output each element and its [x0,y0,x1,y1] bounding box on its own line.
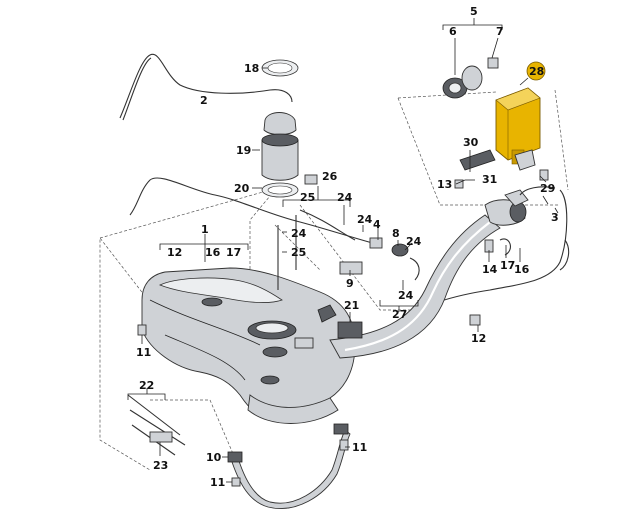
callout-28: 28 [529,65,544,78]
callout-21: 21 [344,299,359,312]
callout-23: 23 [153,459,168,472]
callout-14: 14 [482,263,498,276]
callout-9: 9 [346,277,354,290]
callout-4: 4 [373,218,381,231]
callout-labels: 1 12 16 17 2 18 19 20 26 25 24 24 25 24 … [136,5,559,489]
callout-7: 7 [496,25,504,38]
vent-line-2 [119,53,293,121]
callout-1: 1 [201,223,209,236]
callout-5: 5 [470,5,478,18]
callout-10: 10 [206,451,222,464]
callout-17-right: 17 [500,259,515,272]
callout-11-left: 11 [136,346,151,359]
callout-26: 26 [322,170,338,183]
leader-lines [141,37,559,483]
callout-24-a: 24 [291,227,307,240]
fuel-tank [141,267,356,424]
tank-strap [227,423,351,509]
callout-29: 29 [540,182,555,195]
vent-line-3 [129,177,570,321]
fuel-pump-module [261,59,318,198]
callout-12-left: 12 [167,246,182,259]
callout-24-d: 24 [398,289,414,302]
callout-16-right: 16 [514,263,530,276]
callout-19: 19 [236,144,251,157]
callout-16-left: 16 [205,246,221,259]
callout-30: 30 [463,136,479,149]
callout-3: 3 [551,211,559,224]
callout-28-badge: 28 [526,61,546,81]
callout-6: 6 [449,25,457,38]
callout-11-right: 11 [352,441,367,454]
bracket-30 [454,149,549,189]
callout-2: 2 [200,94,208,107]
callout-31: 31 [482,173,497,186]
callout-12-right: 12 [471,332,486,345]
callout-20: 20 [234,182,250,195]
cap-seal-assembly [442,57,499,99]
callout-24-c: 24 [406,235,422,248]
callout-25-b: 25 [291,246,306,259]
callout-24-top: 24 [337,191,353,204]
callout-22: 22 [139,379,154,392]
callout-11-bottom: 11 [210,476,225,489]
callout-13: 13 [437,178,452,191]
callout-18: 18 [244,62,259,75]
callout-27: 27 [392,308,407,321]
small-components [127,209,511,487]
filler-neck [329,186,556,359]
callout-8: 8 [392,227,400,240]
callout-25-top: 25 [300,191,315,204]
callout-24-b: 24 [357,213,373,226]
callout-17-left: 17 [226,246,241,259]
group-brackets [127,18,503,400]
fuel-pump-control-module [495,87,541,165]
